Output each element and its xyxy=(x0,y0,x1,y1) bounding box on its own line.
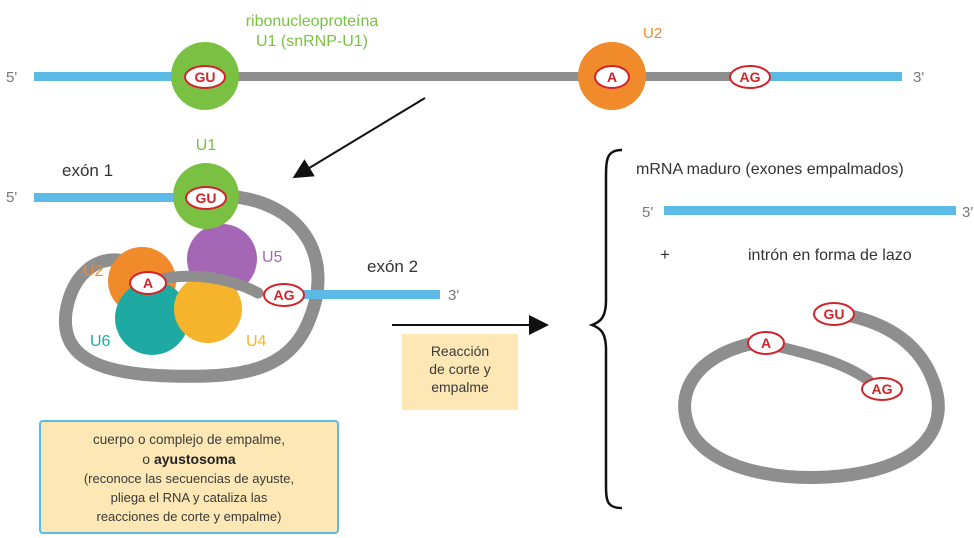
reaction-line2: de corte y xyxy=(429,361,490,377)
exon2-label: exón 2 xyxy=(367,257,418,276)
u4-particle xyxy=(174,275,242,343)
exon1-label: exón 1 xyxy=(62,161,113,180)
exon1-complex xyxy=(34,193,196,202)
a-label-complex: A xyxy=(143,275,153,291)
u1-label-complex: U1 xyxy=(196,137,217,154)
u5-label: U5 xyxy=(262,249,283,266)
label-5-prime-top: 5' xyxy=(6,69,17,86)
ribonucleoprotein-label-line1: ribonucleoproteína xyxy=(246,13,379,30)
info-line2-prefix: o xyxy=(142,451,154,467)
plus-sign: + xyxy=(660,245,670,264)
ag-site-complex xyxy=(263,283,305,307)
info-line4: pliega el RNA y cataliza las xyxy=(111,490,268,505)
transition-arrow-down xyxy=(292,97,426,179)
label-3-prime-complex: 3' xyxy=(448,287,459,304)
label-5-prime-mrna: 5' xyxy=(642,204,653,221)
reaction-step: Reacción de corte y empalme xyxy=(392,315,549,410)
info-line2: o ayustosoma xyxy=(142,451,236,467)
gu-label-lariat: GU xyxy=(824,306,845,322)
a-site-lariat xyxy=(747,331,785,355)
u2-label-top: U2 xyxy=(643,25,662,42)
label-3-prime-top: 3' xyxy=(913,69,924,86)
info-line1: cuerpo o complejo de empalme, xyxy=(93,432,285,447)
u6-particle xyxy=(115,281,189,355)
u6-label: U6 xyxy=(90,333,111,350)
a-label-top: A xyxy=(607,69,617,85)
reaction-box xyxy=(402,334,518,410)
exon2-top xyxy=(742,72,902,81)
intron-loop xyxy=(58,189,325,383)
ag-label-top: AG xyxy=(740,69,761,85)
curly-brace xyxy=(588,148,623,510)
mrna-title: mRNA maduro (exones empalmados) xyxy=(636,161,904,178)
lariat-tail xyxy=(762,338,874,386)
gu-site-top xyxy=(184,65,226,89)
gu-label-complex: GU xyxy=(196,190,217,206)
label-3-prime-mrna: 3' xyxy=(962,204,973,221)
exon1-top xyxy=(34,72,194,81)
reaction-line3: empalme xyxy=(431,379,489,395)
exon2-complex xyxy=(300,290,440,299)
ag-site-top xyxy=(729,65,771,89)
a-site-complex xyxy=(129,271,167,295)
info-line2-bold: ayustosoma xyxy=(154,451,236,467)
spliceosome-info-box: cuerpo o complejo de empalme, o ayustoso… xyxy=(39,420,339,534)
info-line5: reacciones de corte y empalme) xyxy=(97,509,282,524)
pre-mrna-top: 5' 3' ribonucleoproteína U1 (snRNP-U1) G… xyxy=(6,13,924,110)
a-label-lariat: A xyxy=(761,335,771,351)
lariat-title: intrón en forma de lazo xyxy=(748,247,912,264)
u2-label-complex: U2 xyxy=(83,263,104,280)
lariat-loop xyxy=(678,307,945,485)
ag-label-complex: AG xyxy=(274,287,295,303)
intron-top xyxy=(194,72,742,81)
info-box-frame xyxy=(39,420,339,534)
ribonucleoprotein-label-line2: U1 (snRNP-U1) xyxy=(256,33,368,50)
label-5-prime-complex: 5' xyxy=(6,189,17,206)
ag-label-lariat: AG xyxy=(872,381,893,397)
gu-site-lariat xyxy=(813,302,855,326)
gu-label-top: GU xyxy=(195,69,216,85)
a-site-top xyxy=(594,65,630,89)
mature-mrna xyxy=(664,206,956,215)
u4-label: U4 xyxy=(246,333,267,350)
products: mRNA maduro (exones empalmados) 5' 3' + … xyxy=(588,148,973,510)
ag-site-lariat xyxy=(861,377,903,401)
info-line3: (reconoce las secuencias de ayuste, xyxy=(84,471,294,486)
reaction-line1: Reacción xyxy=(431,343,489,359)
spliceosome-complex: U1 exón 1 5' GU A U2 U5 U6 U4 3' exón 2 … xyxy=(6,137,459,383)
gu-site-complex xyxy=(185,186,227,210)
